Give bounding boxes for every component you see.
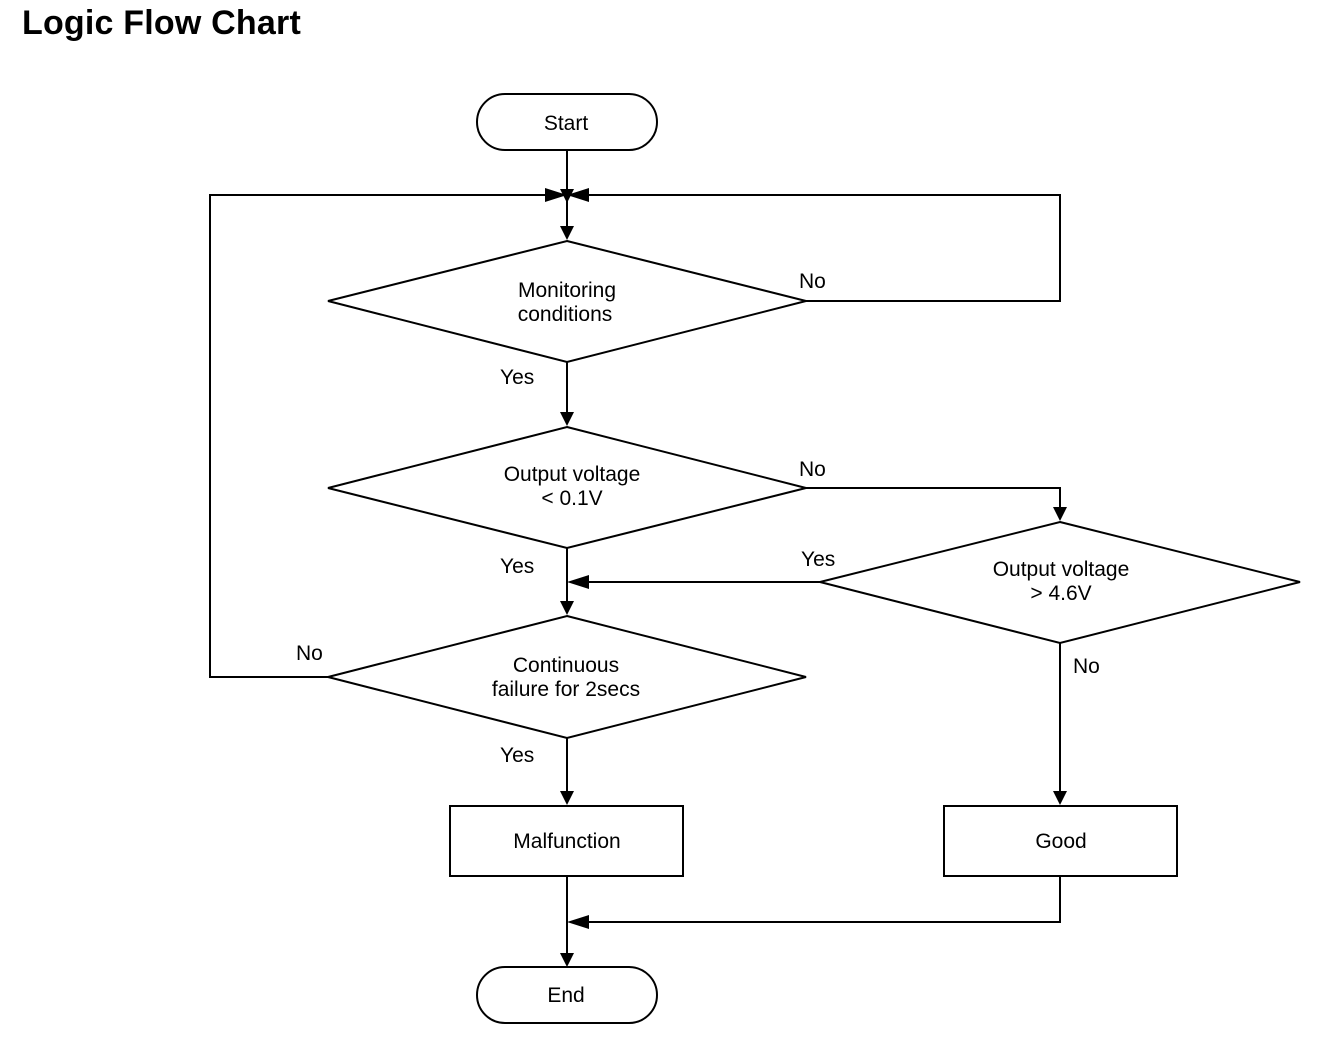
arrowhead-down — [1053, 791, 1067, 805]
edge-label-continuous-yes: Yes — [500, 744, 534, 767]
decision-output-voltage-high: Output voltage > 4.6V — [819, 520, 1301, 645]
edge-label-monitoring-no: No — [799, 270, 826, 293]
arrowhead-down — [560, 226, 574, 240]
edge-label-output-low-no: No — [799, 458, 826, 481]
decision-continuous-line-2: failure for 2secs — [492, 678, 640, 701]
arrowhead-down — [560, 412, 574, 426]
page-title: Logic Flow Chart — [22, 4, 301, 42]
arrowhead-down — [560, 189, 574, 203]
connector-good-to-end — [583, 876, 1061, 923]
edge-label-continuous-no: No — [296, 642, 323, 665]
arrowhead-down — [560, 791, 574, 805]
edge-labels: No Yes No Yes Yes No No Yes — [296, 270, 1100, 767]
arrowhead-down — [560, 953, 574, 967]
good-label: Good — [1035, 830, 1086, 853]
decision-output-voltage-low: Output voltage < 0.1V — [327, 425, 807, 550]
connector-output-low-no — [806, 487, 1061, 509]
connector-monitoring-no-loop — [583, 194, 1061, 302]
edge-label-output-high-yes: Yes — [801, 548, 835, 571]
start-node: Start — [476, 93, 658, 151]
arrowhead-left — [567, 575, 589, 589]
edge-label-output-high-no: No — [1073, 655, 1100, 678]
edge-label-monitoring-yes: Yes — [500, 366, 534, 389]
decision-continuous-failure: Continuous failure for 2secs — [327, 614, 807, 740]
arrowhead-left — [567, 188, 589, 202]
arrowhead-left — [567, 915, 589, 929]
arrowhead-down — [1053, 507, 1067, 521]
decision-output-low-line-1: Output voltage — [504, 463, 641, 486]
arrowheads — [545, 188, 1067, 967]
arrowhead-right — [545, 188, 567, 202]
arrowhead-down — [560, 601, 574, 615]
decision-output-high-line-1: Output voltage — [993, 558, 1130, 581]
connectors — [209, 150, 1061, 955]
good-box: Good — [943, 805, 1178, 877]
decision-output-high-line-2: > 4.6V — [1030, 582, 1091, 605]
decision-output-low-line-2: < 0.1V — [541, 487, 602, 510]
edge-label-output-low-yes: Yes — [500, 555, 534, 578]
end-label: End — [547, 984, 584, 1007]
malfunction-box: Malfunction — [449, 805, 684, 877]
decision-monitoring-line-1: Monitoring — [518, 279, 616, 302]
connector-continuous-no-loop — [209, 194, 551, 678]
decision-monitoring-line-2: conditions — [518, 303, 613, 326]
end-node: End — [476, 966, 658, 1024]
decision-continuous-line-1: Continuous — [513, 654, 619, 677]
malfunction-label: Malfunction — [513, 830, 620, 853]
decision-monitoring-conditions: Monitoring conditions — [327, 239, 807, 364]
start-label: Start — [544, 112, 589, 135]
